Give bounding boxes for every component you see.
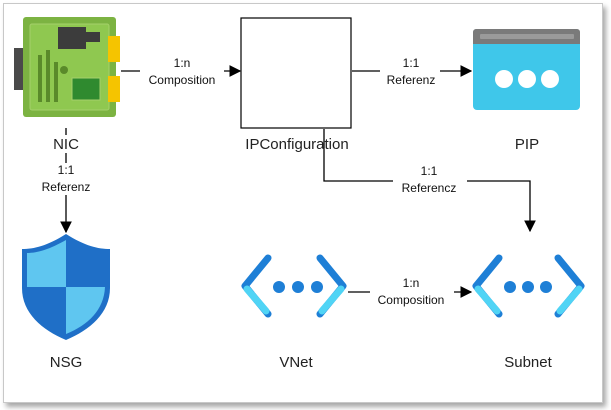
public-ip-icon xyxy=(473,29,580,110)
edge-label-ipconfig-subnet-cardinality: 1:1 xyxy=(421,164,438,178)
edge-label-ipconfig-subnet-type: Referencz xyxy=(402,181,457,195)
node-label-vnet: VNet xyxy=(279,354,313,371)
edge-label-nic-ipconfig-cardinality: 1:n xyxy=(174,56,191,70)
node-label-pip: PIP xyxy=(515,136,539,153)
edge-label-ipconfig-pip-cardinality: 1:1 xyxy=(403,56,420,70)
edge-label-vnet-subnet-type: Composition xyxy=(378,293,445,307)
network-card-icon xyxy=(14,17,120,117)
node-label-nic: NIC xyxy=(53,136,79,153)
edge-label-vnet-subnet-cardinality: 1:n xyxy=(403,276,420,290)
node-label-subnet: Subnet xyxy=(504,354,552,371)
edge-label-ipconfig-pip-type: Referenz xyxy=(387,73,436,87)
shield-icon xyxy=(22,234,110,340)
subnet-icon xyxy=(472,254,585,318)
edge-label-nic-nsg-type: Referenz xyxy=(42,180,91,194)
node-label-nsg: NSG xyxy=(50,354,83,371)
virtual-network-icon xyxy=(241,254,347,318)
node-label-ipconfiguration: IPConfiguration xyxy=(245,136,348,153)
edge-label-nic-ipconfig-type: Composition xyxy=(149,73,216,87)
ipconfiguration-box xyxy=(240,17,352,129)
edge-label-nic-nsg-cardinality: 1:1 xyxy=(58,163,75,177)
